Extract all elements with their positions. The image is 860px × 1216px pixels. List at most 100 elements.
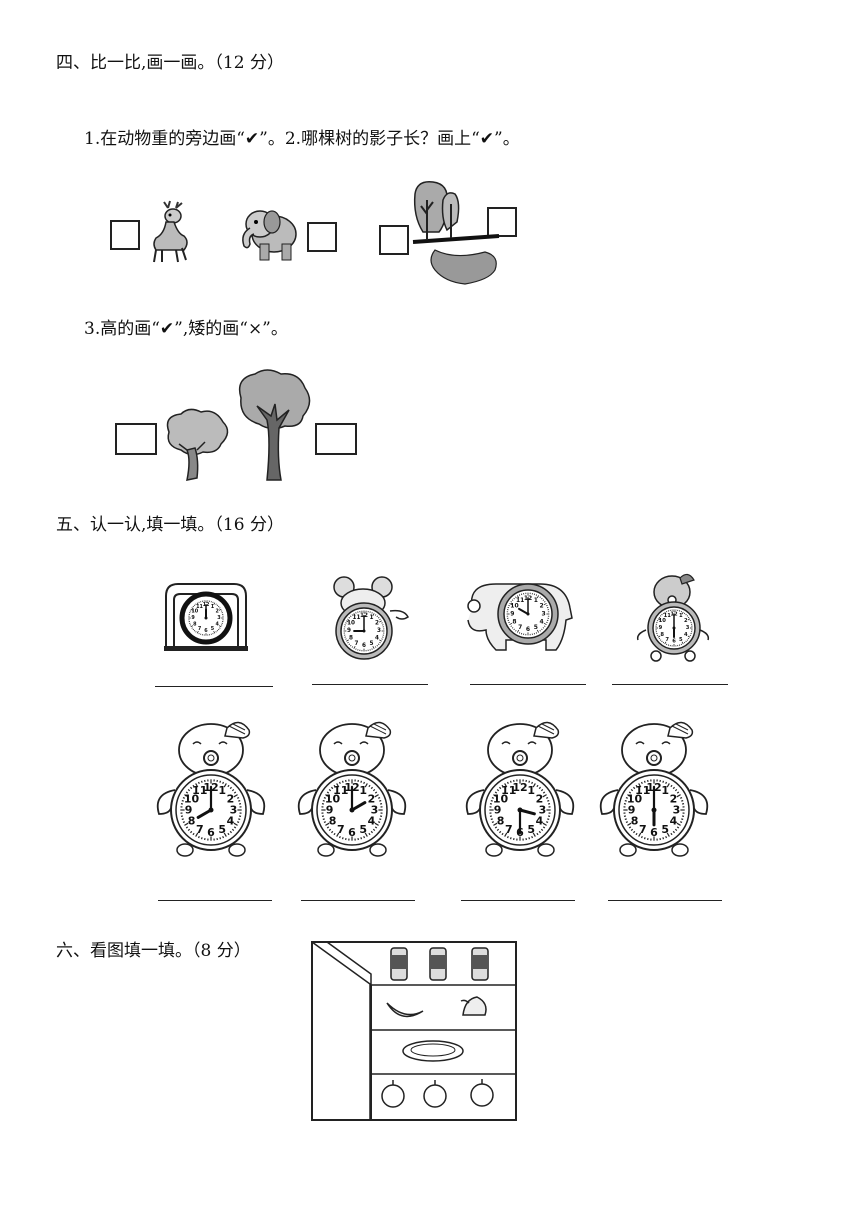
apple-1: [381, 1080, 405, 1108]
banana: [386, 1002, 424, 1018]
clock-digit-11: 11: [333, 784, 348, 797]
clock-digit-10: 10: [325, 792, 341, 805]
answer-line-6[interactable]: [301, 900, 415, 901]
clock-face-7: 121234567891011: [489, 779, 551, 841]
clock-digit-10: 10: [493, 792, 509, 805]
clock-digit-10: 10: [627, 792, 643, 805]
clock-digit-11: 11: [516, 597, 524, 604]
answer-box-tree-right[interactable]: [487, 207, 517, 237]
clock-digit-9: 9: [347, 628, 351, 634]
clock-digit-5: 5: [661, 823, 669, 836]
deer-image: [153, 200, 188, 263]
clock-face-1: 121234567891011: [188, 600, 224, 636]
clock-digit-10: 10: [191, 609, 198, 615]
mantel-clock: 121234567891011: [164, 583, 248, 651]
octopus-clock-5: 121234567891011: [156, 721, 266, 857]
clock-digit-5: 5: [369, 641, 373, 647]
clock-digit-7: 7: [196, 823, 204, 836]
section-4-heading: 四、比一比,画一画。（12 分）: [56, 53, 284, 73]
clock-digit-9: 9: [659, 625, 663, 631]
clock-digit-6: 6: [362, 643, 366, 649]
clock-digit-6: 6: [204, 628, 208, 634]
clock-digit-3: 3: [539, 804, 547, 817]
clock-digit-8: 8: [497, 815, 505, 828]
elephant-clock: 121234567891011: [467, 583, 573, 651]
clock-digit-12: 12: [512, 781, 527, 794]
clock-digit-6: 6: [348, 826, 356, 839]
clock-digit-11: 11: [635, 784, 650, 797]
clock-digit-8: 8: [329, 815, 337, 828]
clock-digit-11: 11: [353, 615, 361, 621]
clock-digit-1: 1: [218, 784, 226, 797]
apple-3: [470, 1079, 494, 1107]
clock-digit-8: 8: [512, 618, 516, 625]
answer-line-4[interactable]: [612, 684, 728, 685]
answer-line-2[interactable]: [312, 684, 428, 685]
answer-line-1[interactable]: [155, 686, 273, 687]
answer-line-8[interactable]: [608, 900, 722, 901]
answer-line-5[interactable]: [158, 900, 272, 901]
hour-hand: [518, 607, 529, 615]
clock-digit-3: 3: [230, 804, 238, 817]
clock-digit-11: 11: [664, 613, 672, 619]
answer-box-tree-left[interactable]: [379, 225, 409, 255]
clock-digit-11: 11: [196, 604, 203, 610]
clock-face-5: 121234567891011: [180, 779, 242, 841]
clock-digit-6: 6: [650, 826, 658, 839]
clock-digit-11: 11: [501, 784, 516, 797]
clock-digit-6: 6: [672, 639, 676, 645]
clock-digit-5: 5: [679, 637, 683, 643]
clock-face-8: 121234567891011: [623, 779, 685, 841]
elephant-image: [242, 210, 297, 261]
clock-digit-7: 7: [518, 624, 522, 631]
answer-line-7[interactable]: [461, 900, 575, 901]
trees-with-shadows-image: [412, 181, 500, 285]
question-1-2-text: 1.在动物重的旁边画“✔”。2.哪棵树的影子长？画上“✔”。: [84, 129, 520, 149]
answer-box-elephant[interactable]: [307, 222, 337, 252]
clock-digit-7: 7: [198, 626, 202, 632]
clock-digit-5: 5: [218, 823, 226, 836]
answer-line-3[interactable]: [470, 684, 586, 685]
answer-box-short-tree[interactable]: [115, 423, 157, 455]
clock-face-2: 121234567891011: [343, 610, 385, 652]
clock-digit-11: 11: [192, 784, 207, 797]
clock-digit-7: 7: [639, 823, 647, 836]
clock-digit-9: 9: [326, 804, 334, 817]
small-octopus-clock: 121234567891011: [636, 573, 710, 662]
answer-box-tall-tree[interactable]: [315, 423, 357, 455]
clock-digit-10: 10: [184, 792, 200, 805]
clock-digit-4: 4: [670, 815, 678, 828]
fridge-shelves-image: [311, 941, 517, 1121]
clock-digit-9: 9: [185, 804, 193, 817]
clock-digit-1: 1: [679, 613, 683, 619]
clock-digit-1: 1: [534, 597, 538, 604]
clock-digit-10: 10: [510, 603, 518, 610]
clock-digit-5: 5: [527, 823, 535, 836]
clock-digit-1: 1: [661, 784, 669, 797]
clock-digit-2: 2: [215, 609, 218, 615]
clock-digit-3: 3: [673, 804, 681, 817]
clock-digit-3: 3: [377, 628, 381, 634]
clock-digit-2: 2: [670, 792, 678, 805]
clock-digit-4: 4: [539, 618, 543, 625]
question-3-text: 3.高的画“✔”,矮的画“×”。: [84, 319, 288, 339]
clock-digit-3: 3: [542, 611, 546, 618]
answer-box-deer[interactable]: [110, 220, 140, 250]
clock-digit-2: 2: [536, 792, 544, 805]
clock-digit-3: 3: [686, 625, 690, 631]
clock-face-4: 121234567891011: [655, 609, 693, 647]
tall-tree-image: [238, 369, 311, 481]
clock-digit-5: 5: [211, 626, 215, 632]
clock-digit-2: 2: [684, 618, 688, 624]
can-3: [471, 947, 489, 981]
clock-digit-3: 3: [217, 615, 221, 621]
clock-digit-8: 8: [193, 621, 197, 627]
clock-digit-8: 8: [188, 815, 196, 828]
clock-digit-9: 9: [494, 804, 502, 817]
octopus-clock-7: 121234567891011: [465, 721, 575, 857]
clock-digit-7: 7: [337, 823, 345, 836]
can-1: [390, 947, 408, 981]
mouse-clock: 121234567891011: [333, 576, 409, 660]
clock-digit-10: 10: [347, 621, 355, 627]
clock-digit-1: 1: [359, 784, 367, 797]
